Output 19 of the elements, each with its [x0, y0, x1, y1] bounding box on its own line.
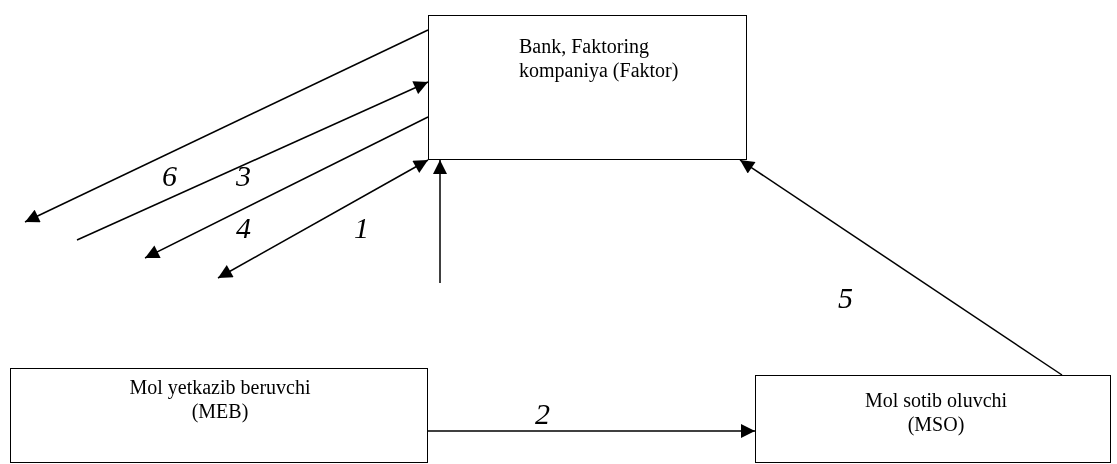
arrow	[24, 29, 429, 223]
box-label: Mol sotib oluvchi (MSO)	[863, 388, 1009, 436]
process-box	[755, 375, 1111, 463]
arrow	[739, 159, 1063, 376]
arrow	[144, 116, 429, 259]
box-label: Mol yetkazib beruvchi (MEB)	[128, 375, 312, 423]
edge-label: 2	[535, 398, 550, 430]
arrow	[433, 159, 447, 284]
edge-label: 3	[236, 160, 251, 192]
edge-label: 4	[236, 212, 251, 244]
process-box	[10, 368, 428, 463]
arrow	[76, 81, 429, 241]
edge-label: 5	[838, 282, 853, 314]
edge-label: 1	[354, 212, 369, 244]
box-label: Bank, Faktoring kompaniya (Faktor)	[519, 34, 680, 82]
edge-label: 6	[162, 160, 177, 192]
arrow	[427, 424, 756, 438]
arrow	[217, 159, 429, 279]
process-box	[428, 15, 747, 160]
